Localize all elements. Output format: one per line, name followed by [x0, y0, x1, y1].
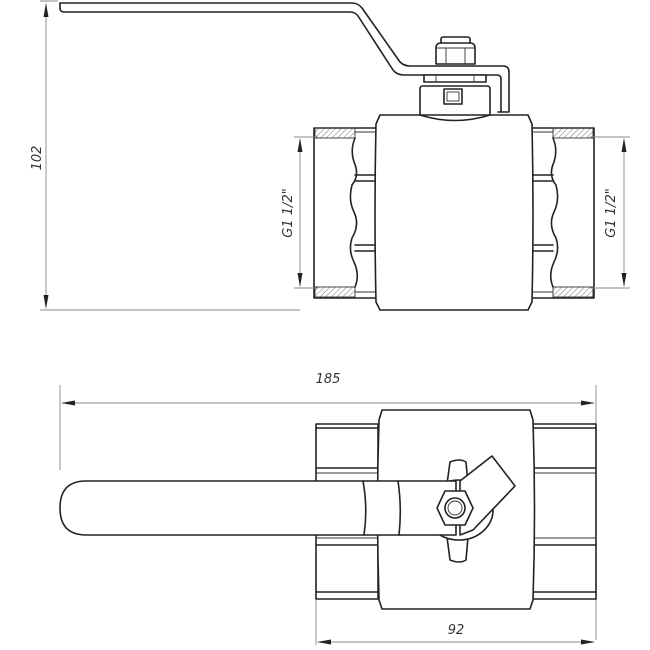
left-end-connector [313, 127, 379, 299]
dimension-thread-right: G1 1/2" [590, 136, 630, 289]
dimension-body-length-label: 92 [448, 623, 465, 638]
dimension-body-length: 92 [315, 600, 595, 645]
handle-side [59, 2, 510, 113]
top-view: 185 [59, 372, 597, 645]
stem-nut [423, 36, 487, 83]
dimension-thread-left-label: G1 1/2" [281, 188, 296, 237]
dimension-thread-right-label: G1 1/2" [604, 188, 619, 237]
dimension-overall-length-label: 185 [316, 372, 341, 387]
top-right-end [531, 423, 597, 600]
valve-body [374, 114, 534, 311]
dimension-height-label: 102 [30, 146, 45, 171]
dimension-height: 102 [30, 0, 300, 311]
front-view: 102 [30, 0, 630, 311]
right-end-connector [530, 127, 595, 299]
hex-nut [436, 490, 474, 526]
dimension-thread-left: G1 1/2" [281, 136, 318, 289]
handle-top [59, 455, 516, 536]
